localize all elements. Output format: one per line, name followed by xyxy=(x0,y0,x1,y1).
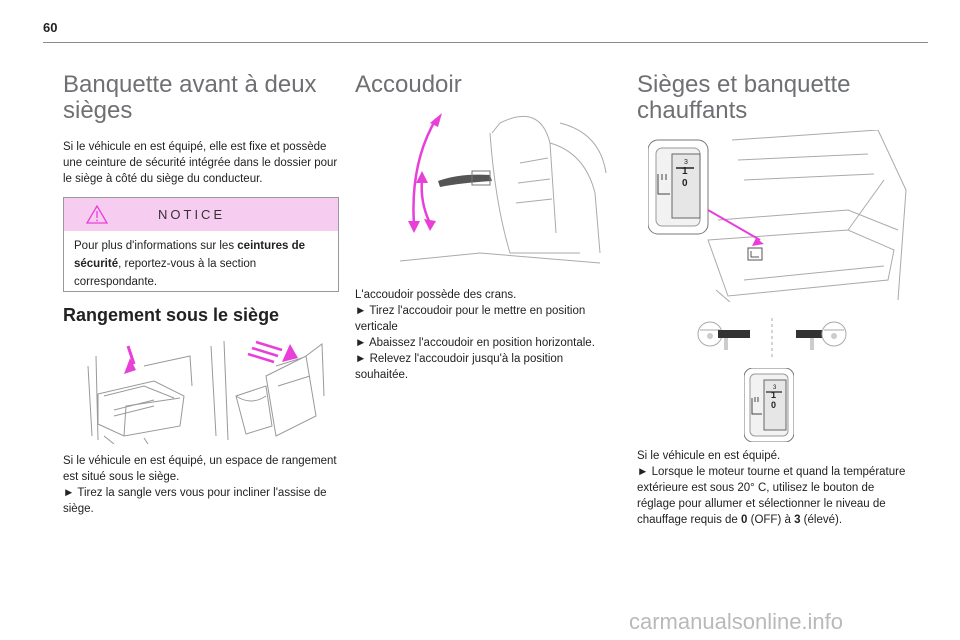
notice-text: Pour plus d'informations sur les ceintur… xyxy=(74,240,306,288)
seat-heater-icon xyxy=(751,397,762,415)
armrest-step-3: ► Relevez l'accoudoir jusqu'à la positio… xyxy=(355,353,564,381)
column-front-bench: Banquette avant à deux sièges Si le véhi… xyxy=(63,72,343,187)
warning-icon xyxy=(86,205,108,224)
heated-seats-text-block: Si le véhicule en est équipé. ► Lorsque … xyxy=(637,448,907,528)
switch-mark-1: 1 xyxy=(771,390,776,400)
switch-mark-1: 1 xyxy=(682,166,688,177)
switch-mark-3: 3 xyxy=(684,159,688,166)
notice-header: NOTICE xyxy=(64,198,338,231)
switch-mark-0: 0 xyxy=(682,178,688,189)
heated-seats-step: ► Lorsque le moteur tourne et quand la t… xyxy=(637,466,906,526)
front-bench-intro: Si le véhicule en est équipé, elle est f… xyxy=(63,141,338,185)
heated-seats-intro: Si le véhicule en est équipé. xyxy=(637,450,781,462)
steering-wheel-icon xyxy=(697,321,750,350)
under-seat-storage-illustration xyxy=(87,345,193,444)
armrest-intro: L'accoudoir possède des crans. xyxy=(355,289,517,301)
seat-heater-icon xyxy=(657,174,670,195)
seatbelt-link-text: ceintures de sécurité xyxy=(74,240,306,270)
watermark: carmanualsonline.info xyxy=(629,609,844,634)
armrest-step-2: ► Abaissez l'accoudoir en position horiz… xyxy=(355,337,595,349)
armrest-step-1: ► Tirez l'accoudoir pour le mettre en po… xyxy=(355,305,586,333)
notice-title: NOTICE xyxy=(158,207,226,222)
armrest-title: Accoudoir xyxy=(355,71,462,98)
armrest-text-block: L'accoudoir possède des crans. ► Tirez l… xyxy=(355,287,617,383)
heated-seats-title: Sièges et banquette chauffants xyxy=(637,71,851,124)
storage-title: Rangement sous le siège xyxy=(63,305,280,325)
storage-text: Si le véhicule en est équipé, un espace … xyxy=(63,455,337,483)
notice-box: NOTICE Pour plus d'informations sur les … xyxy=(63,197,339,292)
seat-tilt-illustration xyxy=(210,340,325,441)
switch-mark-3: 3 xyxy=(773,385,777,391)
front-bench-title: Banquette avant à deux sièges xyxy=(63,71,317,124)
storage-step: ► Tirez la sangle vers vous pour incline… xyxy=(63,487,327,515)
heated-seat-illustration: 3 1 0 xyxy=(648,130,907,302)
heater-switch-closeup: 3 1 0 xyxy=(744,368,794,442)
column-heated-seats: Sièges et banquette chauffants xyxy=(637,72,907,124)
steering-wheel-icon xyxy=(796,321,847,350)
driving-side-diagram xyxy=(697,318,847,358)
storage-text-block: Si le véhicule en est équipé, un espace … xyxy=(63,453,343,517)
header-rule xyxy=(43,42,928,43)
column-armrest: Accoudoir xyxy=(355,72,617,98)
armrest-illustration xyxy=(400,113,607,264)
switch-mark-0: 0 xyxy=(771,400,776,410)
page-number: 60 xyxy=(43,20,58,35)
